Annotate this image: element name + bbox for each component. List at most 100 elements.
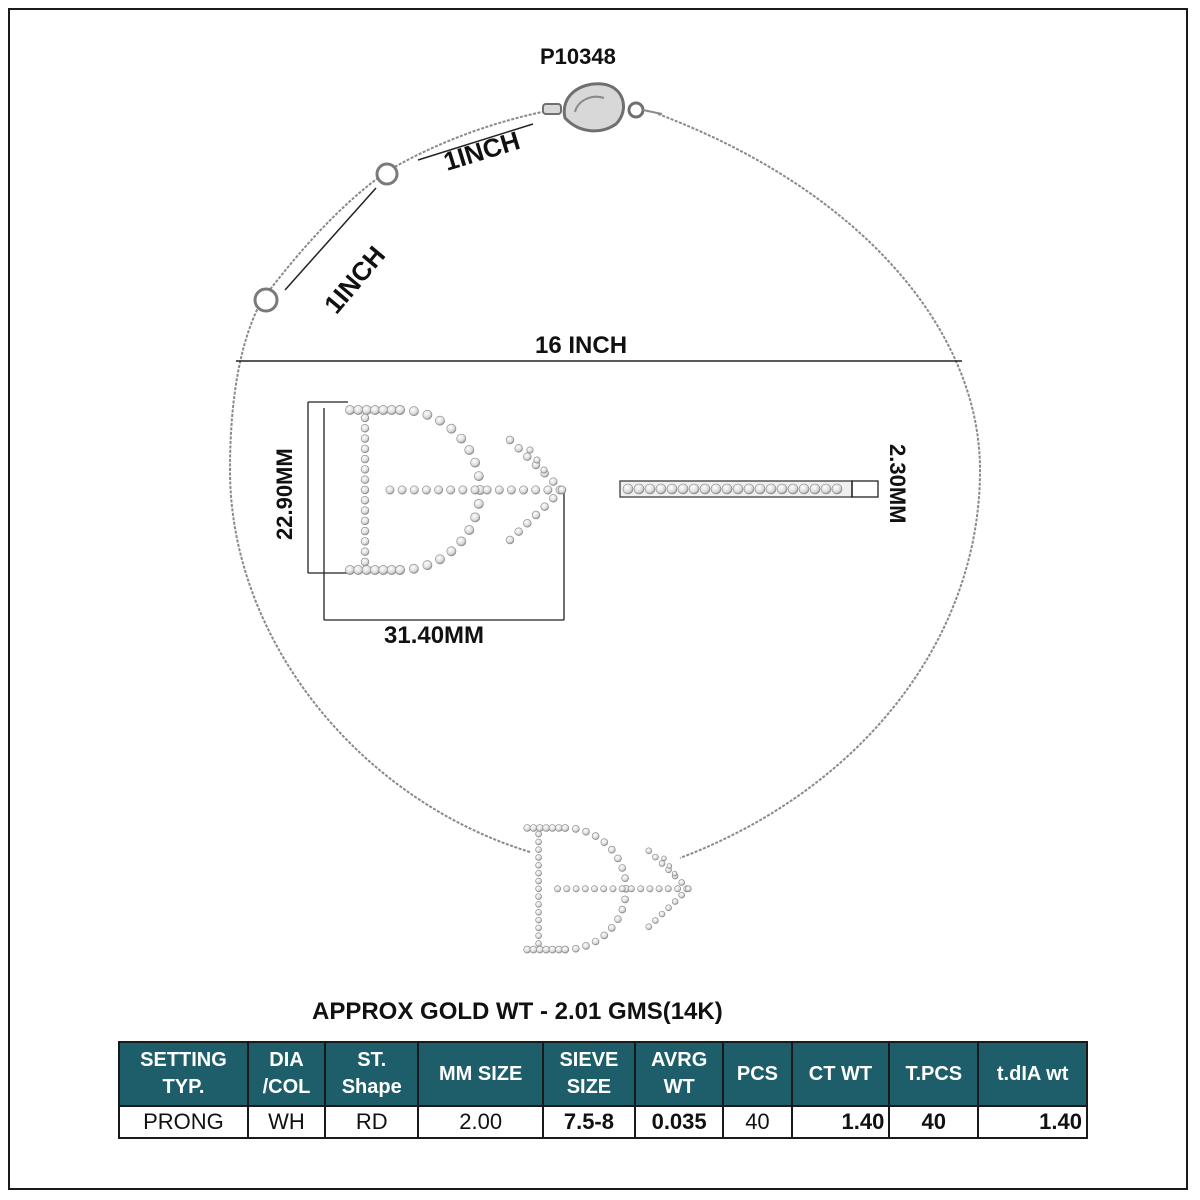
diamond-stone	[514, 444, 523, 453]
diamond-stone	[446, 423, 457, 434]
diamond-stone	[470, 512, 481, 523]
diamond-stone	[540, 502, 549, 511]
diamond-stone	[533, 456, 541, 464]
diamond-stone	[557, 485, 567, 495]
diamond-stone	[542, 945, 550, 954]
diamond-stone	[665, 904, 672, 912]
diamond-stone	[360, 516, 370, 526]
diamond-stone	[386, 405, 397, 415]
diamond-stone	[820, 483, 832, 495]
necklace-chain-left	[228, 299, 531, 853]
diamond-stone	[536, 945, 544, 954]
diamond-stone	[646, 885, 654, 893]
diamond-stone	[361, 405, 372, 415]
pendant-thickness-label: 2.30MM	[885, 444, 910, 524]
diamond-stone	[535, 830, 542, 838]
diamond-stone	[473, 498, 484, 509]
diamond-stone	[523, 452, 532, 461]
diamond-stone	[456, 433, 467, 444]
diamond-stone	[798, 483, 810, 495]
diamond-stone	[658, 860, 666, 867]
diamond-stone	[505, 535, 515, 545]
diamond-stone	[473, 471, 484, 481]
diamond-stone	[666, 483, 678, 495]
diamond-stone	[614, 915, 622, 923]
diamond-stone	[743, 483, 755, 495]
diamond-stone	[360, 434, 370, 443]
diamond-stone	[542, 824, 550, 832]
diamond-stone	[360, 424, 370, 433]
sheet-border	[8, 8, 1188, 1190]
necklace-chain	[657, 113, 982, 859]
cell-stone-shape: RD	[324, 1105, 420, 1139]
pendant-side-view	[619, 480, 879, 498]
header-total-dia-wt: t.dIA wt	[977, 1041, 1088, 1107]
diamond-stone	[422, 409, 433, 420]
diamond-stone	[360, 485, 370, 495]
diamond-stone	[523, 945, 531, 954]
diamond-stone	[535, 916, 542, 924]
diamond-stone	[353, 405, 364, 415]
diamond-stone	[535, 901, 542, 908]
diamond-stone	[514, 527, 523, 536]
cell-mm-size: 2.00	[417, 1105, 544, 1139]
diamond-stone	[535, 924, 542, 932]
diamond-stone	[666, 863, 673, 869]
diamond-stone	[618, 885, 626, 893]
diamond-stone	[622, 483, 634, 495]
diamond-stone	[378, 565, 389, 575]
diamond-stone	[637, 885, 645, 893]
diamond-stone	[386, 565, 397, 575]
diamond-stone	[494, 485, 504, 495]
diamond-stone	[633, 483, 645, 495]
diamond-stone	[548, 945, 557, 954]
diamond-stone	[674, 885, 682, 893]
diamond-stone	[561, 824, 569, 832]
diamond-stone	[678, 879, 685, 886]
diamond-stone	[618, 905, 627, 914]
header-stone-shape: ST.Shape	[324, 1041, 420, 1107]
diamond-stone	[543, 485, 553, 495]
diamond-stone	[345, 405, 355, 415]
cell-pcs: 40	[722, 1105, 793, 1139]
extender-dimension-line-2	[284, 187, 377, 291]
diamond-stone	[787, 483, 799, 495]
diamond-stone	[608, 845, 616, 854]
diamond-stone	[699, 483, 711, 495]
pendant-top-view	[345, 405, 567, 575]
diamond-stone	[655, 885, 663, 893]
lobster-clasp-icon	[542, 82, 663, 133]
diamond-stone	[360, 465, 370, 474]
diamond-stone	[408, 406, 419, 417]
diamond-stone	[519, 485, 529, 495]
diamond-stone	[458, 485, 468, 495]
diamond-stone	[548, 824, 557, 832]
cell-total-dia-wt: 1.40	[977, 1105, 1088, 1139]
cell-total-pcs: 40	[888, 1105, 980, 1139]
diamond-stone	[608, 924, 616, 932]
diamond-stone	[621, 895, 629, 904]
diamond-stone	[776, 483, 788, 495]
diamond-stone	[671, 870, 678, 877]
cell-dia-col: WH	[246, 1105, 327, 1139]
diamond-stone	[732, 483, 744, 495]
diamond-stone	[360, 557, 370, 567]
diamond-stone	[360, 526, 370, 536]
diamond-stone	[434, 485, 444, 495]
header-dia-col: DIA/COL	[246, 1041, 327, 1107]
extender-dimension-line-1	[417, 123, 534, 161]
diamond-stone	[531, 510, 541, 520]
diamond-stone	[688, 483, 700, 495]
pendant-height-label: 22.90MM	[272, 448, 297, 540]
diamond-stone	[658, 910, 666, 918]
diamond-stone	[526, 446, 534, 454]
diamond-stone	[370, 565, 380, 575]
diamond-stone	[408, 563, 419, 574]
diamond-stone	[395, 565, 405, 575]
diamond-stone	[523, 519, 532, 528]
